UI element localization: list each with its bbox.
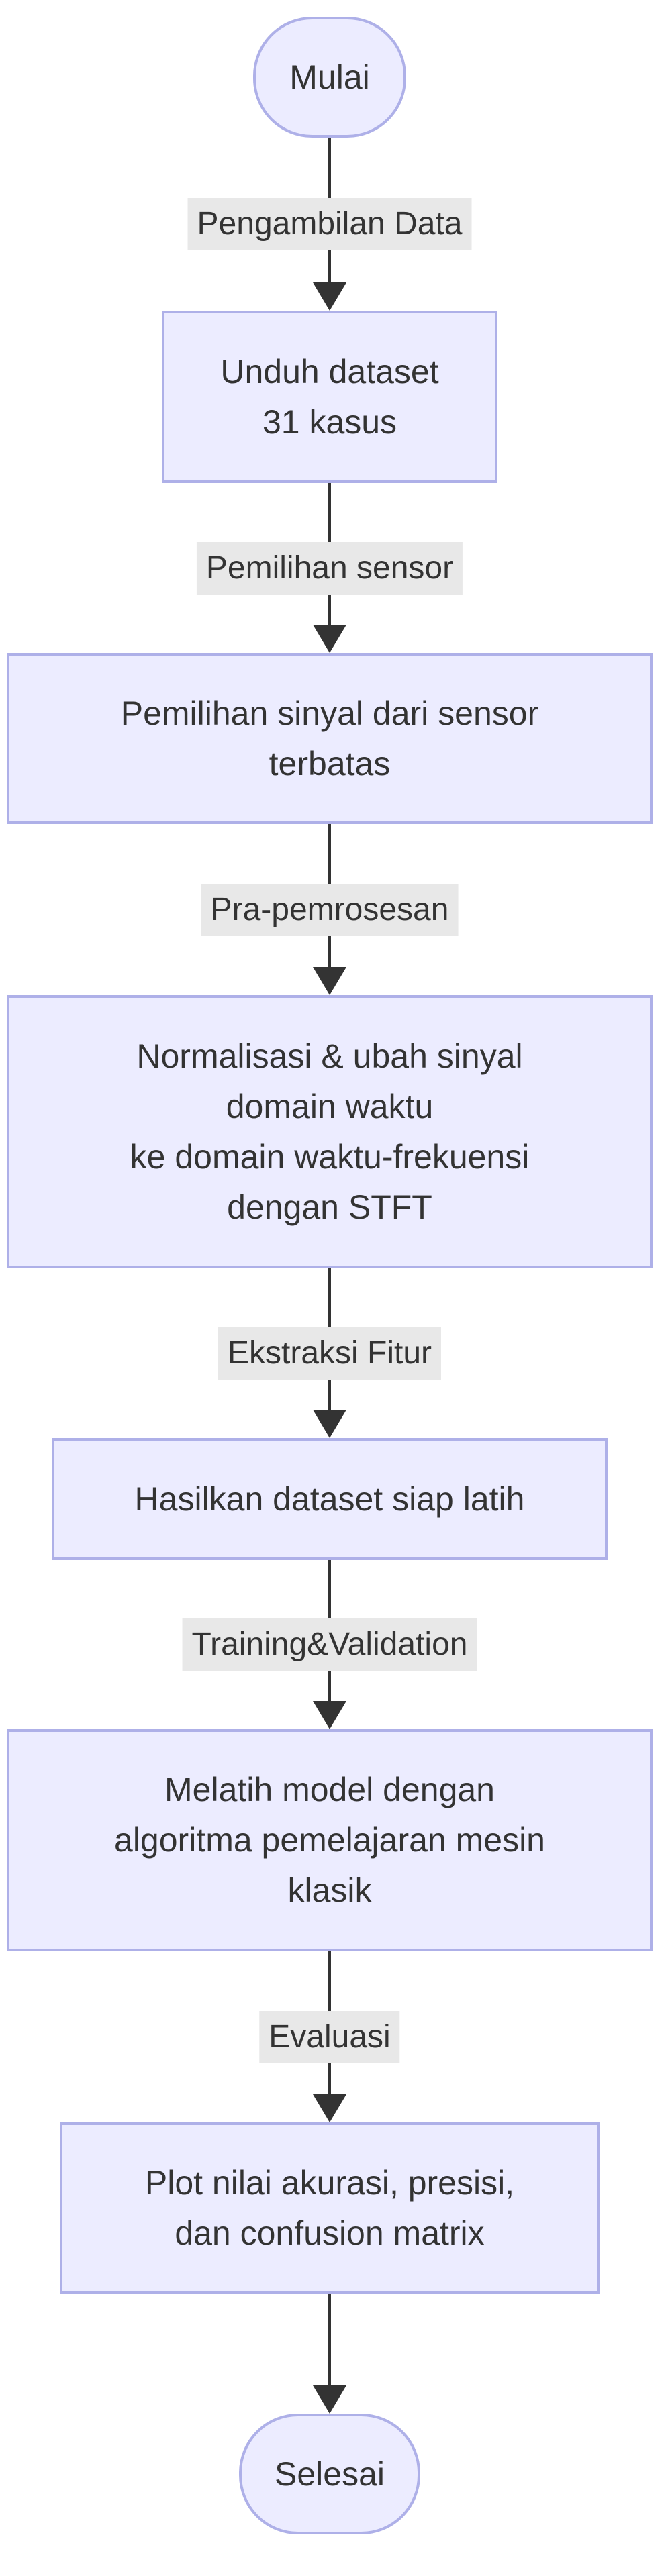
edge-label-ekstraksi-fitur: Ekstraksi Fitur — [218, 1327, 442, 1380]
edge-label-evaluasi: Evaluasi — [259, 2010, 400, 2063]
arrowhead-down-icon — [313, 1701, 346, 1729]
edge-label-pemilihan-sensor: Pemilihan sensor — [196, 542, 463, 595]
arrowhead-down-icon — [313, 1410, 346, 1438]
edge-dataset-siap-to-melatih-model: Training&Validation — [0, 1560, 666, 1729]
edge-unduh-dataset-to-pemilihan-sinyal: Pemilihan sensor — [0, 483, 666, 653]
edge-label-pra-pemrosesan: Pra-pemrosesan — [201, 883, 459, 936]
node-unduh-dataset-line-1: Unduh dataset — [220, 352, 439, 391]
node-normalisasi-stft-line-4: dengan STFT — [227, 1188, 432, 1226]
node-dataset-siap-latih-line-1: Hasilkan dataset siap latih — [134, 1480, 525, 1518]
node-plot-hasil-line-1: Plot nilai akurasi, presisi, — [144, 2163, 515, 2202]
node-melatih-model-line-1: Melatih model dengan — [164, 1771, 495, 1808]
node-normalisasi-stft-line-1: Normalisasi & ubah sinyal — [136, 1037, 523, 1075]
edge-pemilihan-sinyal-to-normalisasi: Pra-pemrosesan — [0, 824, 666, 995]
node-unduh-dataset: Unduh dataset 31 kasus — [162, 311, 497, 483]
arrowhead-down-icon — [313, 2094, 346, 2122]
edge-plot-hasil-to-end — [0, 2294, 666, 2414]
arrowhead-down-icon — [313, 625, 346, 653]
node-normalisasi-stft-line-3: ke domain waktu-frekuensi — [130, 1137, 530, 1176]
arrowhead-down-icon — [313, 2385, 346, 2414]
edge-label-pengambilan-data: Pengambilan Data — [187, 198, 472, 250]
node-end: Selesai — [239, 2414, 420, 2534]
node-pemilihan-sinyal-line-1: Pemilihan sinyal dari sensor — [120, 694, 539, 732]
node-melatih-model-line-2: algoritma pemelajaran mesin — [114, 1821, 545, 1859]
arrowhead-down-icon — [313, 967, 346, 995]
node-normalisasi-stft-line-2: domain waktu — [226, 1087, 434, 1125]
edge-label-training-validation: Training&Validation — [182, 1618, 477, 1671]
edge-normalisasi-to-dataset-siap: Ekstraksi Fitur — [0, 1268, 666, 1438]
node-normalisasi-stft: Normalisasi & ubah sinyal domain waktu k… — [7, 995, 653, 1268]
node-dataset-siap-latih: Hasilkan dataset siap latih — [52, 1438, 608, 1560]
node-start: Mulai — [253, 17, 406, 138]
node-pemilihan-sinyal: Pemilihan sinyal dari sensor terbatas — [7, 653, 653, 824]
node-start-label: Mulai — [289, 58, 370, 96]
arrowhead-down-icon — [313, 282, 346, 311]
node-end-label: Selesai — [275, 2455, 385, 2493]
node-pemilihan-sinyal-line-2: terbatas — [269, 744, 391, 782]
edge-line — [328, 2294, 331, 2388]
edge-start-to-unduh-dataset: Pengambilan Data — [0, 138, 666, 311]
node-plot-hasil: Plot nilai akurasi, presisi, dan confusi… — [60, 2122, 600, 2294]
edge-melatih-model-to-plot-hasil: Evaluasi — [0, 1951, 666, 2122]
node-plot-hasil-line-2: dan confusion matrix — [175, 2214, 485, 2252]
node-melatih-model: Melatih model dengan algoritma pemelajar… — [7, 1729, 653, 1951]
node-melatih-model-line-3: klasik — [287, 1871, 372, 1909]
node-unduh-dataset-line-2: 31 kasus — [262, 403, 397, 441]
